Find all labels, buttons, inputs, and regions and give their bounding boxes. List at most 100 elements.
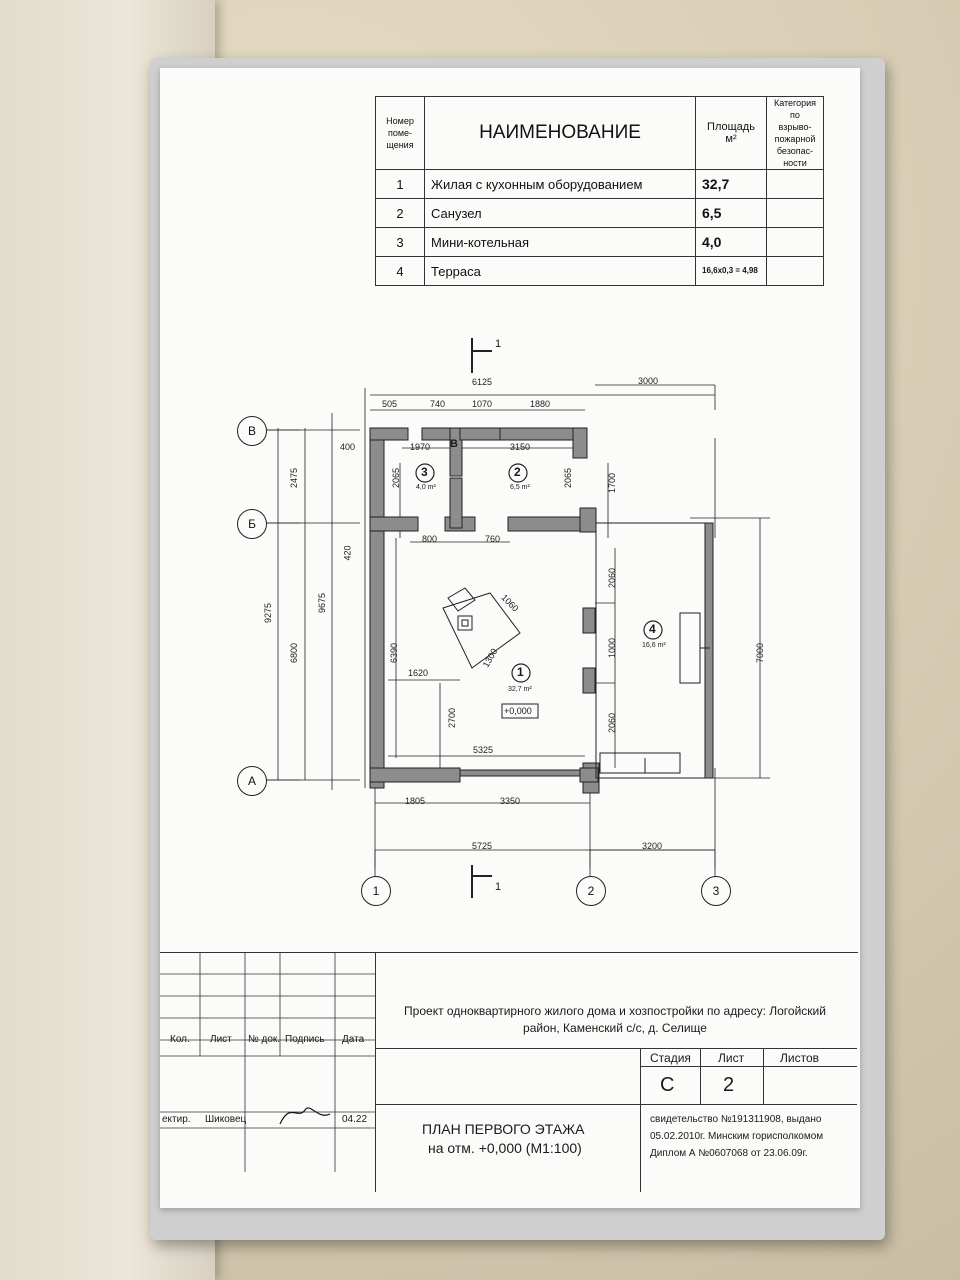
role-label: ектир. — [162, 1114, 191, 1125]
dim-label: 3200 — [642, 841, 663, 851]
table-row: 4 Терраса 16,6x0,3 = 4,98 — [375, 256, 824, 286]
row-category — [766, 256, 824, 286]
dim-label: 1880 — [530, 399, 551, 409]
dim-label: 7000 — [755, 642, 766, 664]
dim-label: 420 — [342, 545, 353, 561]
title-vline — [640, 1048, 641, 1192]
dim-label: 1970 — [410, 442, 431, 452]
dim-label: 5725 — [472, 841, 493, 851]
header-name: НАИМЕНОВАНИЕ — [424, 96, 696, 170]
drawing-subtitle: на отм. +0,000 (М1:100) — [428, 1140, 582, 1156]
sign-date: 04.22 — [342, 1114, 368, 1125]
room-number: 2 — [514, 465, 521, 479]
stage-vline-2 — [763, 1048, 764, 1104]
inner-axis-letter: В — [450, 438, 458, 450]
sheet-value: 2 — [723, 1074, 735, 1096]
title-line-1 — [375, 1048, 857, 1049]
dim-label: 400 — [340, 442, 356, 452]
table-row: 3 Мини-котельная 4,0 — [375, 227, 824, 257]
room-area: 6,5 m² — [510, 484, 530, 491]
dim-label: 6125 — [472, 377, 493, 387]
title-block-divider — [375, 952, 376, 1192]
revision-grid — [160, 952, 375, 1172]
person-name: Шиковец — [205, 1114, 247, 1125]
dim-label: 2065 — [563, 467, 574, 489]
dim-label: 2065 — [391, 467, 402, 489]
row-number: 4 — [375, 256, 425, 286]
dim-label: 5325 — [473, 745, 494, 755]
dim-label: 2475 — [289, 467, 300, 489]
drawing-sheet: Номер поме-щения НАИМЕНОВАНИЕ Площадь м²… — [160, 68, 860, 1208]
dim-label: 2060 — [607, 712, 618, 734]
row-category — [766, 227, 824, 257]
row-number: 2 — [375, 198, 425, 228]
axis-bubble-2: 2 — [576, 876, 606, 906]
dim-label: 2700 — [447, 707, 458, 729]
room-number: 4 — [649, 622, 656, 636]
level-box — [501, 703, 539, 719]
section-label-top: 1 — [495, 338, 502, 350]
dim-label: 9275 — [263, 602, 274, 624]
col-head: Дата — [342, 1034, 365, 1045]
dim-label: 740 — [430, 399, 446, 409]
dim-label: 1700 — [607, 472, 618, 494]
col-head: Подпись — [285, 1034, 325, 1045]
stage-value: С — [660, 1074, 675, 1096]
title-block-top-line — [160, 952, 858, 953]
floor-plan — [240, 338, 770, 898]
room-area: 16,6 m² — [642, 642, 666, 649]
dim-label: 2060 — [607, 567, 618, 589]
room-table: Номер поме-щения НАИМЕНОВАНИЕ Площадь м²… — [375, 96, 824, 286]
dim-label: 1805 — [405, 796, 426, 806]
level-mark: +0,000 — [504, 706, 532, 716]
dim-label: 1070 — [472, 399, 493, 409]
section-marks — [471, 338, 492, 898]
header-category: Категория по взрыво-пожарной безопас-нос… — [766, 96, 824, 170]
dim-label: 760 — [485, 534, 501, 544]
axis-bubble-1: 1 — [361, 876, 391, 906]
walls — [369, 427, 600, 794]
stage-line — [640, 1066, 857, 1067]
room-area: 4,0 m² — [416, 484, 436, 491]
stage-vline-1 — [700, 1048, 701, 1104]
row-name: Жилая с кухонным оборудованием — [424, 169, 696, 199]
dim-label: 1000 — [607, 637, 618, 659]
section-label-bottom: 1 — [495, 881, 502, 893]
table-row: 2 Санузел 6,5 — [375, 198, 824, 228]
terrace-outline — [595, 522, 714, 779]
certificate-line: 05.02.2010г. Минским горисполкомом — [650, 1131, 824, 1142]
row-number: 3 — [375, 227, 425, 257]
row-area: 16,6x0,3 = 4,98 — [695, 256, 767, 286]
row-category — [766, 198, 824, 228]
project-description: Проект одноквартирного жилого дома и хоз… — [404, 1004, 826, 1035]
room-number: 3 — [421, 465, 428, 479]
certificate-line: свидетельство №191311908, выдано — [650, 1114, 822, 1125]
stove-symbol — [442, 587, 521, 669]
dim-label: 800 — [422, 534, 438, 544]
room-markers — [415, 463, 663, 683]
row-area: 32,7 — [695, 169, 767, 199]
header-number: Номер поме-щения — [375, 96, 425, 170]
axis-bubble-b: Б — [237, 509, 267, 539]
dim-label: 3000 — [638, 376, 659, 386]
dim-label: 505 — [382, 399, 398, 409]
drawing-title: ПЛАН ПЕРВОГО ЭТАЖА — [422, 1121, 585, 1137]
axis-bubble-a: А — [237, 766, 267, 796]
room-area: 32,7 m² — [508, 686, 532, 693]
row-name: Мини-котельная — [424, 227, 696, 257]
dim-label: 3350 — [500, 796, 521, 806]
dim-label: 6390 — [389, 642, 400, 664]
room-number: 1 — [517, 665, 524, 679]
dim-label: 1620 — [408, 668, 429, 678]
title-line-2 — [375, 1104, 857, 1105]
dim-label: 3150 — [510, 442, 531, 452]
col-head: № док. — [248, 1034, 281, 1045]
dimension-lines — [240, 384, 770, 878]
sheet-label: Лист — [718, 1051, 745, 1065]
row-name: Терраса — [424, 256, 696, 286]
header-area: Площадь м² — [695, 96, 767, 170]
sheets-label: Листов — [780, 1051, 819, 1065]
col-head: Кол. — [170, 1034, 190, 1045]
dim-label: 6800 — [289, 642, 300, 664]
dim-label: 9675 — [317, 592, 328, 614]
